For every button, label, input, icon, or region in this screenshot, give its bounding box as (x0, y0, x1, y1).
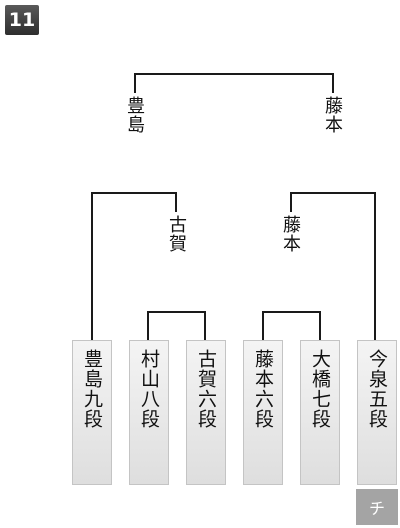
round-number-badge: 11 (5, 5, 39, 35)
player-box-5[interactable]: 大橋七段 (300, 340, 340, 485)
final-bracket-left-drop (134, 73, 136, 93)
left-quarter-right-drop (204, 311, 206, 340)
player-name: 今泉五段 (366, 349, 388, 429)
left-semi-inner-drop (175, 192, 177, 212)
final-left-name: 豊島 (124, 96, 145, 134)
player-box-3[interactable]: 古賀六段 (186, 340, 226, 485)
player-name: 村山八段 (138, 349, 160, 429)
player-name: 古賀六段 (195, 349, 217, 429)
final-bracket-right-drop (332, 73, 334, 93)
left-semi-outer-drop (91, 192, 93, 340)
player-name: 大橋七段 (309, 349, 331, 429)
semifinal-left-name: 古賀 (166, 215, 187, 253)
player-box-2[interactable]: 村山八段 (129, 340, 169, 485)
final-right-name: 藤本 (322, 96, 343, 134)
left-semi-top-line (91, 192, 177, 194)
right-semi-top-line (290, 192, 376, 194)
player-box-6[interactable]: 今泉五段 (357, 340, 397, 485)
right-quarter-left-drop (262, 311, 264, 340)
player-name: 豊島九段 (81, 349, 103, 429)
player-box-1[interactable]: 豊島九段 (72, 340, 112, 485)
right-quarter-right-drop (319, 311, 321, 340)
left-quarter-left-drop (147, 311, 149, 340)
corner-badge[interactable]: チ (356, 489, 398, 525)
player-name: 藤本六段 (252, 349, 274, 429)
right-quarter-top-line (262, 311, 321, 313)
left-quarter-top-line (147, 311, 206, 313)
player-box-4[interactable]: 藤本六段 (243, 340, 283, 485)
semifinal-right-name: 藤本 (280, 215, 301, 253)
right-semi-outer-drop (374, 192, 376, 340)
final-bracket-top-line (134, 73, 334, 75)
right-semi-inner-drop (290, 192, 292, 212)
